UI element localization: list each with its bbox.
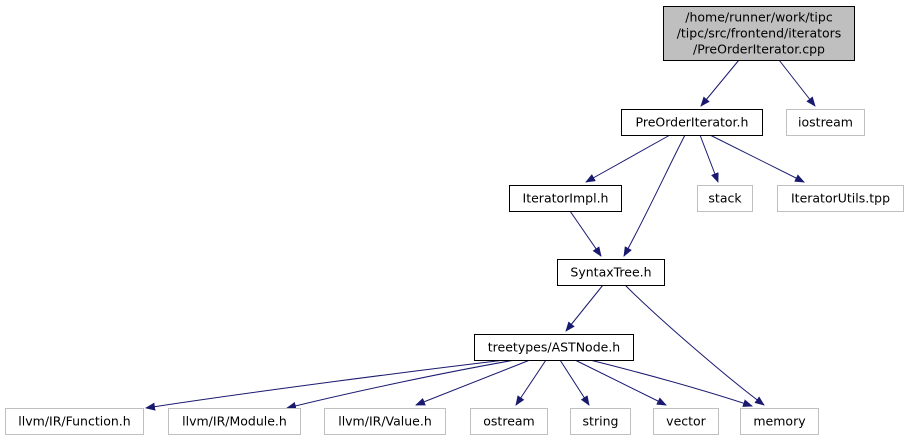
node-label: /tipc/src/frontend/iterators <box>677 26 842 41</box>
edge-preorder-h-to-syntaxtree-h <box>623 134 686 257</box>
node-iteratorutils-tpp: IteratorUtils.tpp <box>777 185 904 212</box>
node-label: stack <box>708 191 742 206</box>
edge-syntaxtree-h-to-astnode-h <box>565 284 604 332</box>
node-label: /PreOrderIterator.cpp <box>693 42 825 57</box>
edge-astnode-h-to-llvm-module <box>286 359 516 410</box>
node-box <box>557 259 665 286</box>
node-box <box>470 408 548 435</box>
node-box <box>621 109 763 136</box>
node-label: iostream <box>798 115 853 130</box>
node-iostream: iostream <box>786 109 865 136</box>
edge-astnode-h-to-llvm-function <box>145 359 506 411</box>
node-box <box>653 408 719 435</box>
node-label: memory <box>753 414 806 429</box>
node-iteratorimpl-h[interactable]: IteratorImpl.h <box>509 185 622 212</box>
node-label: llvm/IR/Value.h <box>338 414 432 429</box>
node-label: /home/runner/work/tipc <box>685 10 833 25</box>
node-label: vector <box>666 414 707 429</box>
node-label: PreOrderIterator.h <box>636 115 749 130</box>
node-root[interactable]: /home/runner/work/tipc/tipc/src/frontend… <box>663 6 855 61</box>
node-label: SyntaxTree.h <box>570 265 651 280</box>
node-label: treetypes/ASTNode.h <box>488 340 620 355</box>
node-box <box>697 185 753 212</box>
edge-iteratorimpl-h-to-syntaxtree-h <box>569 210 602 257</box>
node-box <box>570 408 631 435</box>
node-memory: memory <box>740 408 819 435</box>
edge-preorder-h-to-iteratorimpl-h <box>585 134 671 183</box>
node-string: string <box>570 408 631 435</box>
edge-astnode-h-to-llvm-value <box>415 359 531 406</box>
node-llvm-value: llvm/IR/Value.h <box>324 408 446 435</box>
node-box <box>786 109 865 136</box>
nodes: /home/runner/work/tipc/tipc/src/frontend… <box>5 6 904 435</box>
node-syntaxtree-h[interactable]: SyntaxTree.h <box>557 259 665 286</box>
edge-syntaxtree-h-to-memory <box>624 284 765 406</box>
node-box <box>324 408 446 435</box>
node-box <box>509 185 622 212</box>
node-ostream: ostream <box>470 408 548 435</box>
node-label: llvm/IR/Module.h <box>182 414 287 429</box>
node-label: IteratorImpl.h <box>523 191 609 206</box>
node-box <box>663 6 855 61</box>
edge-preorder-h-to-iteratorutils-tpp <box>709 134 805 183</box>
node-label: string <box>583 414 619 429</box>
node-label: llvm/IR/Function.h <box>18 414 130 429</box>
node-label: IteratorUtils.tpp <box>791 191 890 206</box>
node-box <box>740 408 819 435</box>
edge-root-to-preorder-h <box>700 59 740 107</box>
node-llvm-module: llvm/IR/Module.h <box>168 408 301 435</box>
node-box <box>777 185 904 212</box>
node-box <box>168 408 301 435</box>
node-astnode-h[interactable]: treetypes/ASTNode.h <box>474 334 634 361</box>
edge-astnode-h-to-memory <box>589 359 753 407</box>
node-preorder-h[interactable]: PreOrderIterator.h <box>621 109 763 136</box>
edge-preorder-h-to-stack <box>699 134 719 183</box>
node-vector: vector <box>653 408 719 435</box>
node-stack: stack <box>697 185 753 212</box>
edge-astnode-h-to-string <box>559 359 590 406</box>
edge-astnode-h-to-vector <box>574 359 667 406</box>
node-llvm-function: llvm/IR/Function.h <box>5 408 144 435</box>
edge-astnode-h-to-ostream <box>515 359 547 406</box>
edges <box>145 59 816 411</box>
edge-root-to-iostream <box>778 59 816 107</box>
node-label: ostream <box>483 414 534 429</box>
node-box <box>474 334 634 361</box>
node-box <box>5 408 144 435</box>
